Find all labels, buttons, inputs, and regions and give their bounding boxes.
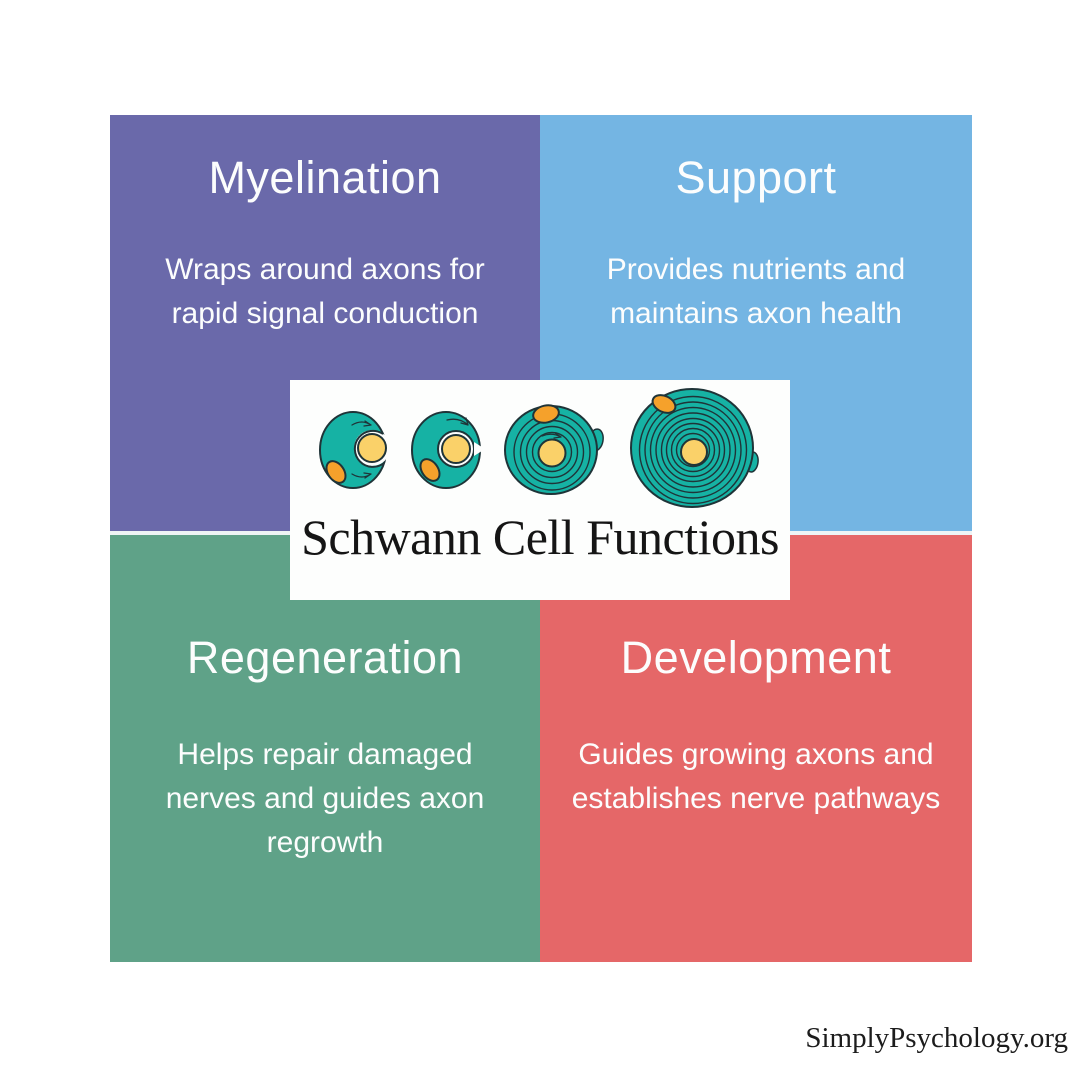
stage-axon-engulfment — [411, 411, 485, 489]
axon — [537, 438, 567, 468]
regeneration-title: Regeneration — [186, 632, 464, 683]
myelin-ring — [655, 412, 731, 488]
stage-spiral-wrapping — [504, 404, 604, 495]
development-description: Guides growing axons and establishes ner… — [571, 738, 941, 815]
myelination-title: Myelination — [208, 152, 442, 203]
myelin-ring — [665, 422, 721, 478]
axon — [441, 434, 471, 464]
nucleus — [651, 394, 677, 414]
myelin-ring — [675, 432, 711, 468]
center-title-card: Schwann Cell Functions — [290, 380, 790, 600]
axon — [680, 438, 708, 466]
wrap-arrow-bottom — [351, 472, 372, 479]
mesaxon-notch — [474, 442, 485, 456]
quadrant-regeneration: Regeneration Helps repair damaged nerves… — [110, 535, 540, 962]
wrap-arrow-top — [446, 417, 469, 426]
nucleus — [532, 404, 560, 424]
development-title: Development — [620, 632, 892, 683]
myelination-description: Wraps around axons for rapid signal cond… — [165, 253, 485, 330]
inner-edge — [353, 429, 385, 468]
watermark-text: SimplyPsychology.org — [805, 1022, 1068, 1054]
nucleus — [325, 460, 347, 484]
myelin-ring — [525, 425, 579, 479]
myelin-ring — [649, 406, 737, 494]
nucleus — [419, 458, 441, 482]
wrap-arrow — [541, 432, 562, 439]
quadrant-development: Development Guides growing axons and est… — [540, 535, 972, 962]
axon — [357, 433, 387, 463]
schwann-cell-illustration — [319, 388, 759, 508]
myelin-ring — [670, 427, 716, 473]
stage-fully-myelinated — [630, 388, 759, 508]
regeneration-description: Helps repair damaged nerves and guides a… — [165, 738, 485, 859]
quadrant-myelination: Myelination Wraps around axons for rapid… — [110, 115, 540, 531]
myelin-ring — [660, 417, 726, 483]
support-title: Support — [675, 152, 837, 203]
myelin-ring — [531, 431, 573, 473]
myelin-ring — [644, 401, 742, 499]
support-description: Provides nutrients and maintains axon he… — [606, 253, 906, 330]
myelin-ring — [638, 395, 748, 505]
infographic-title: Schwann Cell Functions — [301, 509, 779, 565]
wrap-arrow-top — [351, 420, 372, 427]
quadrant-grid: Myelination Wraps around axons for rapid… — [110, 115, 972, 962]
stage-axon-contact — [319, 411, 390, 489]
